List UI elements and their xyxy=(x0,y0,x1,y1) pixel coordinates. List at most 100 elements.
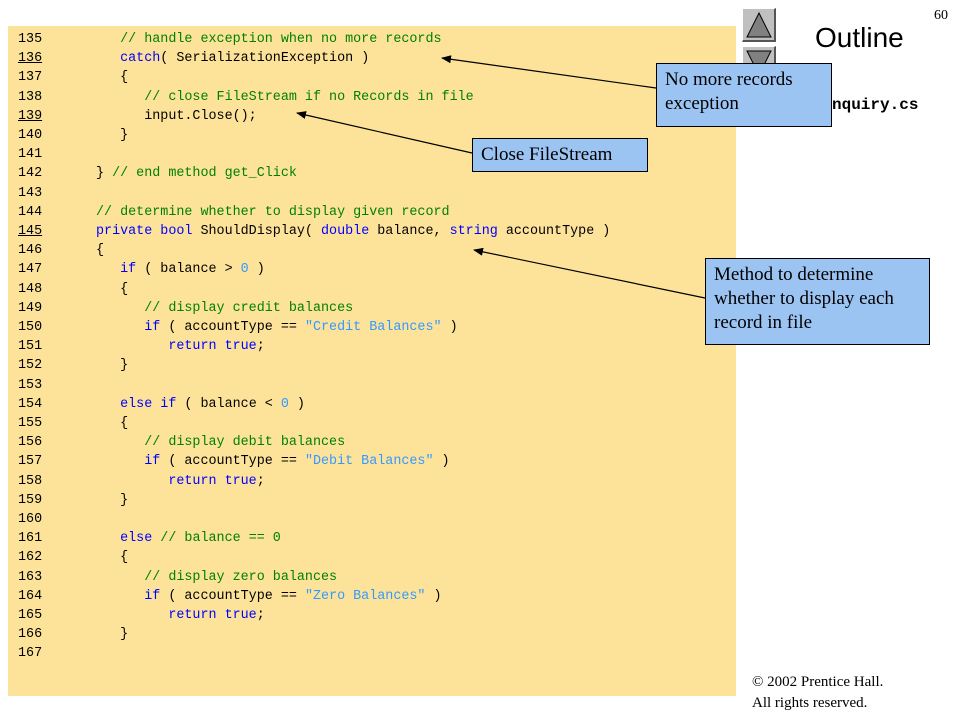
line-number: 158 xyxy=(18,473,43,489)
code-token: else if xyxy=(96,396,185,412)
code-token: "Zero Balances" xyxy=(304,588,426,604)
code-token: ) xyxy=(441,320,458,335)
code-token: else xyxy=(96,531,161,547)
code-text: { xyxy=(96,548,128,567)
code-listing: 135 // handle exception when no more rec… xyxy=(8,26,736,696)
line-number: 143 xyxy=(18,185,43,201)
code-token: // close FileStream if no Records in fil… xyxy=(96,89,474,105)
code-token: ) xyxy=(288,396,305,412)
code-token: { xyxy=(96,281,129,297)
code-token: ( accountType == xyxy=(168,454,305,470)
code-token: double xyxy=(321,224,378,239)
line-number: 161 xyxy=(18,531,43,547)
callout-line: No more records xyxy=(665,69,793,90)
code-token: "Debit Balances" xyxy=(304,454,434,470)
code-text: } // end method get_Click xyxy=(96,164,297,183)
callout-line: exception xyxy=(665,93,739,114)
code-text: return true; xyxy=(96,472,264,491)
line-number: 146 xyxy=(18,243,43,259)
callout-no-more-records: No more records exception xyxy=(656,63,832,127)
code-token: { xyxy=(96,550,129,566)
code-token: ; xyxy=(256,608,265,623)
code-token: ( balance < xyxy=(184,396,281,412)
code-token: if xyxy=(96,454,169,470)
code-text: // determine whether to display given re… xyxy=(96,203,450,222)
code-text: else if ( balance < 0 ) xyxy=(96,395,305,414)
code-token: ( SerializationException ) xyxy=(160,51,370,67)
line-number: 160 xyxy=(18,512,43,527)
code-text: { xyxy=(96,241,104,260)
code-token: ; xyxy=(256,339,265,355)
line-number: 139 xyxy=(18,108,43,124)
code-text: if ( accountType == "Zero Balances" ) xyxy=(96,587,442,606)
code-token: return true xyxy=(96,339,257,355)
line-number: 166 xyxy=(18,627,43,643)
code-text: return true; xyxy=(96,606,265,625)
line-number: 167 xyxy=(18,646,43,662)
previous-slide-button[interactable] xyxy=(742,8,776,42)
code-token: ( accountType == xyxy=(168,588,305,604)
page-number: 60 xyxy=(934,8,948,23)
code-token: ) xyxy=(248,262,265,278)
code-token: 0 xyxy=(280,396,289,412)
line-number: 155 xyxy=(18,416,43,431)
code-token: // determine whether to display given re… xyxy=(96,204,450,220)
code-token: return true xyxy=(96,473,257,489)
code-text: } xyxy=(96,491,128,510)
code-token: } xyxy=(96,627,129,643)
code-token: accountType ) xyxy=(505,224,611,239)
line-number: 141 xyxy=(18,147,43,163)
code-token: catch xyxy=(96,51,161,67)
code-text: } xyxy=(96,625,128,644)
code-text: else // balance == 0 xyxy=(96,529,281,548)
line-number: 136 xyxy=(18,51,43,67)
code-token: 0 xyxy=(240,262,249,278)
code-token: ) xyxy=(425,588,442,604)
code-text: { xyxy=(96,68,128,87)
code-text: // close FileStream if no Records in fil… xyxy=(96,88,474,107)
line-number: 148 xyxy=(18,281,43,297)
code-token: // display credit balances xyxy=(96,300,354,316)
code-token: } xyxy=(96,492,129,508)
line-number: 137 xyxy=(18,70,43,86)
outline-title: Outline xyxy=(815,22,904,53)
code-token: ) xyxy=(433,454,450,470)
line-number: 162 xyxy=(18,550,43,566)
code-token: { xyxy=(96,416,129,431)
code-token: // display debit balances xyxy=(96,435,346,451)
line-number: 164 xyxy=(18,588,43,604)
callout-should-display: Method to determine whether to display e… xyxy=(705,258,930,345)
line-number: 153 xyxy=(18,377,43,393)
code-token: // end method get_Click xyxy=(112,166,297,182)
line-number: 147 xyxy=(18,262,43,278)
line-number: 156 xyxy=(18,435,43,451)
code-token: ( accountType == xyxy=(168,320,305,335)
line-number: 154 xyxy=(18,396,43,412)
code-text: } xyxy=(96,356,128,375)
code-text: input.Close(); xyxy=(96,107,257,126)
line-number: 149 xyxy=(18,300,43,316)
line-number: 142 xyxy=(18,166,43,182)
code-token: ShouldDisplay( xyxy=(200,224,322,239)
line-number: 151 xyxy=(18,339,43,355)
file-name: nquiry.cs xyxy=(832,96,919,114)
line-number: 159 xyxy=(18,492,43,508)
code-text: if ( balance > 0 ) xyxy=(96,260,265,279)
code-text: if ( accountType == "Debit Balances" ) xyxy=(96,452,450,471)
up-triangle-icon xyxy=(746,11,772,38)
code-text: return true; xyxy=(96,337,265,356)
code-token: // display zero balances xyxy=(96,569,338,585)
code-token: input.Close(); xyxy=(96,108,257,124)
copyright: © 2002 Prentice Hall. All rights reserve… xyxy=(752,672,883,714)
code-token: } xyxy=(96,358,129,374)
callout-close-filestream: Close FileStream xyxy=(472,138,648,172)
callout-line: Close FileStream xyxy=(481,144,613,165)
code-text: if ( accountType == "Credit Balances" ) xyxy=(96,318,458,337)
code-token: return true xyxy=(96,608,257,623)
line-number: 152 xyxy=(18,358,43,374)
code-token: } xyxy=(96,166,113,182)
code-token: { xyxy=(96,243,105,259)
code-text: // display credit balances xyxy=(96,299,353,318)
code-token: "Credit Balances" xyxy=(304,320,442,335)
code-token: string xyxy=(449,224,506,239)
